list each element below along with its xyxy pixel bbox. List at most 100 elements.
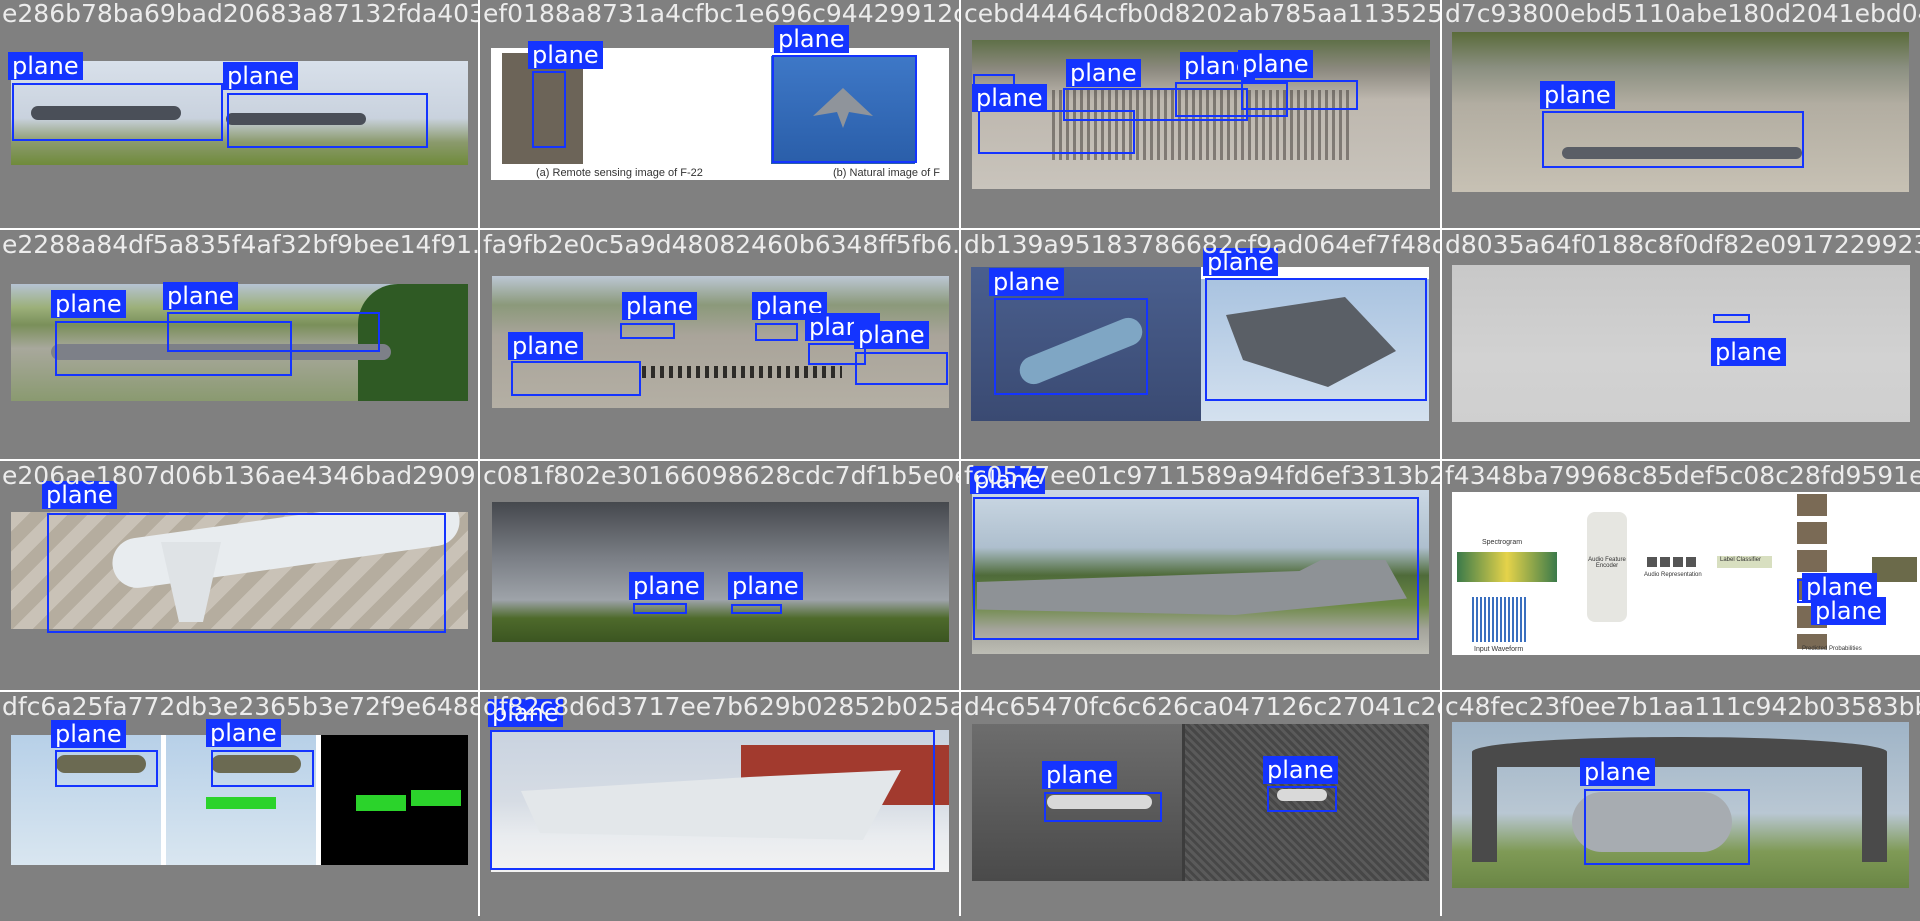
detection-label: plane: [728, 572, 803, 600]
tile-5[interactable]: e2288a84df5a835f4af32bf9bee14f91.jpg pla…: [0, 231, 478, 459]
detection-box: [633, 603, 687, 614]
detection-box: [1044, 792, 1162, 822]
detection-box: [978, 110, 1135, 154]
plane-silhouette: [1277, 789, 1327, 801]
plane-silhouette: [56, 755, 146, 773]
detection-box: [12, 83, 223, 141]
detection-box: [1584, 789, 1750, 865]
diagram-waveform-label: Input Waveform: [1474, 646, 1524, 653]
grid-divider: [1440, 0, 1442, 916]
tile-2[interactable]: ef0188a8731a4cfbc1e696c94429912c.jpg (a)…: [481, 0, 959, 228]
tile-filename: df82c8d6d3717ee7b629b02852b025a.jpg: [483, 693, 959, 721]
tile-filename: cebd44464cfb0d8202ab785aa1135258.jpg: [964, 0, 1440, 28]
detection-label: plane: [1711, 338, 1786, 366]
diagram-spectrogram-label: Spectrogram: [1482, 539, 1523, 546]
tile-8[interactable]: d8035a64f0188c8f0df82e0917229923.jpg pla…: [1443, 231, 1920, 459]
detection-label: plane: [1066, 59, 1141, 87]
tile-1[interactable]: e286b78ba69bad20683a87132fda4031.jpg pla…: [0, 0, 478, 228]
plane-silhouette: [51, 344, 391, 360]
detection-box: [167, 312, 380, 352]
detection-box: [1542, 111, 1804, 168]
detection-label: plane: [206, 719, 281, 747]
tile-filename: db139a95183786682cf9ad064ef7f48d.jpg: [964, 231, 1440, 259]
tile-filename: f4348ba79968c85def5c08c28fd9591e.jpg: [1445, 462, 1920, 490]
detection-box: [47, 513, 446, 633]
grid-divider: [0, 690, 1920, 692]
detection-label: plane: [774, 25, 849, 53]
caption-natural: (b) Natural image of F: [833, 167, 940, 179]
tile-photo: (a) Remote sensing image of F-22 (b) Nat…: [491, 48, 949, 180]
detection-label: plane: [854, 321, 929, 349]
tile-photo: [972, 724, 1429, 881]
detection-box: [855, 352, 948, 385]
detection-label: plane: [1238, 50, 1313, 78]
tile-photo: [11, 512, 468, 629]
plane-silhouette: [226, 113, 366, 125]
tile-12[interactable]: f4348ba79968c85def5c08c28fd9591e.jpg Spe…: [1443, 462, 1920, 690]
tile-6[interactable]: fa9fb2e0c5a9d48082460b6348ff5fb6.jpg pla…: [481, 231, 959, 459]
detection-label: plane: [622, 292, 697, 320]
tile-photo: [492, 502, 949, 642]
tile-filename: d4c65470fc6c626ca047126c27041c2e.jpg: [964, 693, 1440, 721]
detection-label: plane: [42, 481, 117, 509]
detection-box: [1205, 278, 1427, 401]
tile-16[interactable]: c48fec23f0ee7b1aa111c942b03583bb.jpg pla…: [1443, 693, 1920, 921]
diagram-encoder-label: Audio Feature Encoder: [1588, 557, 1626, 569]
detection-label: plane: [528, 41, 603, 69]
plane-silhouette: [211, 755, 301, 773]
detection-box: [211, 750, 314, 787]
tile-photo: [971, 267, 1429, 421]
tile-10[interactable]: c081f802e30166098628cdc7df1b5e0e.jpg pla…: [481, 462, 959, 690]
detection-box: [55, 750, 158, 787]
tile-photo: [1452, 265, 1910, 422]
tile-filename: e286b78ba69bad20683a87132fda4031.jpg: [2, 0, 478, 28]
tile-3[interactable]: cebd44464cfb0d8202ab785aa1135258.jpg pla…: [962, 0, 1440, 228]
detection-label: plane: [1802, 573, 1877, 601]
tile-14[interactable]: df82c8d6d3717ee7b629b02852b025a.jpg plan…: [481, 693, 959, 921]
grid-divider: [478, 0, 480, 916]
detection-box: [620, 323, 675, 339]
detection-box: [55, 321, 292, 376]
tile-filename: d8035a64f0188c8f0df82e0917229923.jpg: [1445, 231, 1920, 259]
detection-label: plane: [1580, 758, 1655, 786]
tile-11[interactable]: fc0577ee01c9711589a94fd6ef3313b2.jpg pla…: [962, 462, 1440, 690]
detection-label: plane: [1811, 597, 1886, 625]
tile-filename: e206ae1807d06b136ae4346bad2909bc.jpg: [2, 462, 478, 490]
detection-box: [772, 55, 917, 163]
detection-box: [731, 604, 782, 614]
tile-9[interactable]: e206ae1807d06b136ae4346bad2909bc.jpg pla…: [0, 462, 478, 690]
tile-15[interactable]: d4c65470fc6c626ca047126c27041c2e.jpg pla…: [962, 693, 1440, 921]
plane-silhouette: [31, 106, 181, 120]
tile-7[interactable]: db139a95183786682cf9ad064ef7f48d.jpg pla…: [962, 231, 1440, 459]
tile-photo: [11, 735, 468, 865]
tile-4[interactable]: d7c93800ebd5110abe180d2041ebd045.jpg pla…: [1443, 0, 1920, 228]
detection-label: plane: [629, 572, 704, 600]
detection-box: [1267, 786, 1337, 812]
detection-box: [490, 730, 935, 870]
detection-box: [227, 93, 428, 148]
detection-box: [808, 343, 866, 365]
plane-silhouette: [1047, 795, 1152, 809]
detection-box: [1241, 80, 1358, 110]
tile-photo: [1452, 722, 1909, 888]
grid-divider: [0, 459, 1920, 461]
tile-13[interactable]: dfc6a25fa772db3e2365b3e72f9e6488.jpg pla…: [0, 693, 478, 921]
detection-label: plane: [1042, 761, 1117, 789]
tile-filename: d7c93800ebd5110abe180d2041ebd045.jpg: [1445, 0, 1920, 28]
tile-filename: ef0188a8731a4cfbc1e696c94429912c.jpg: [483, 0, 959, 28]
tile-filename: c081f802e30166098628cdc7df1b5e0e.jpg: [483, 462, 959, 490]
detection-label: plane: [972, 84, 1047, 112]
detection-label: plane: [989, 268, 1064, 296]
tile-filename: c48fec23f0ee7b1aa111c942b03583bb.jpg: [1445, 693, 1920, 721]
detection-box: [1063, 88, 1248, 121]
detection-label: plane: [8, 52, 83, 80]
tile-filename: e2288a84df5a835f4af32bf9bee14f91.jpg: [2, 231, 478, 259]
detection-box: [1713, 314, 1750, 323]
tile-filename: dfc6a25fa772db3e2365b3e72f9e6488.jpg: [2, 693, 478, 721]
detection-box: [511, 361, 641, 396]
detection-label: plane: [1263, 756, 1338, 784]
detection-label: plane: [51, 720, 126, 748]
tile-photo: [11, 284, 468, 401]
grid-divider: [0, 228, 1920, 230]
